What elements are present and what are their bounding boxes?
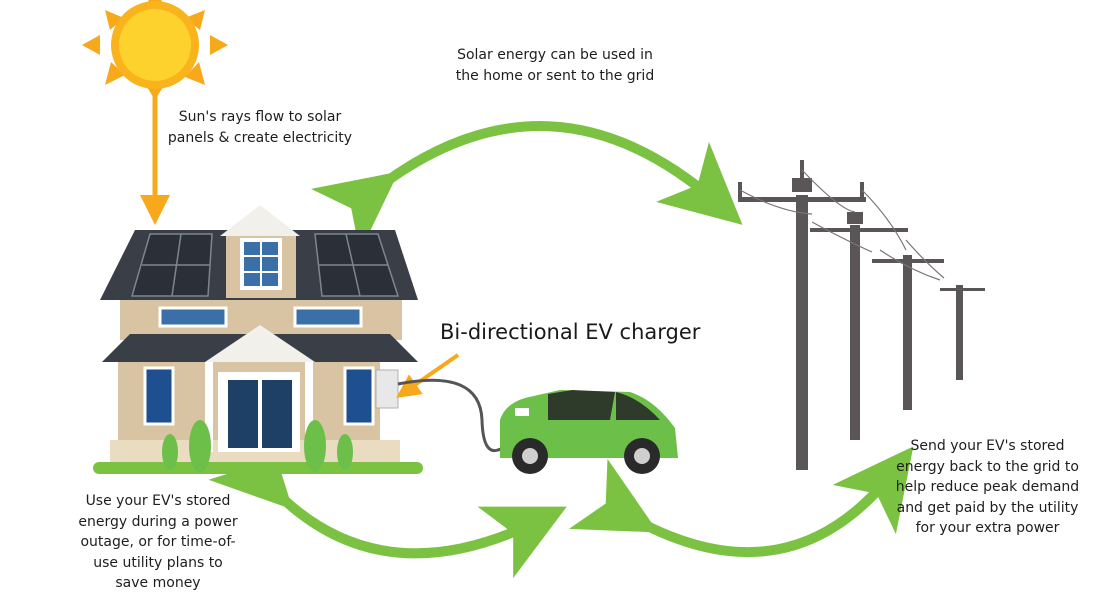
ev-charger-label: Bi-directional EV charger [440,320,701,344]
solar-panel [131,233,213,297]
electric-car-illustration [500,390,678,474]
sun-rays-caption: Sun's rays flow to solar panels & create… [167,109,353,146]
utility-pole [810,212,908,440]
utility-poles [738,160,985,470]
charger-pointer-arrow [396,353,460,398]
solar-use-caption: Solar energy can be used in the home or … [455,47,655,84]
ev-grid-caption: Send your EV's stored energy back to the… [895,438,1080,536]
utility-pole [738,160,866,470]
house-illustration [93,205,423,474]
sun-icon [82,0,228,100]
ev-home-caption: Use your EV's stored energy during a pow… [78,493,238,591]
utility-pole [940,285,985,380]
ev-charger-unit [375,369,399,409]
ev-grid-arrow [568,446,914,558]
utility-pole [872,255,944,410]
solar-panel [314,233,400,297]
home-grid-arrow [310,121,743,253]
home-ev-arrow [208,424,567,579]
